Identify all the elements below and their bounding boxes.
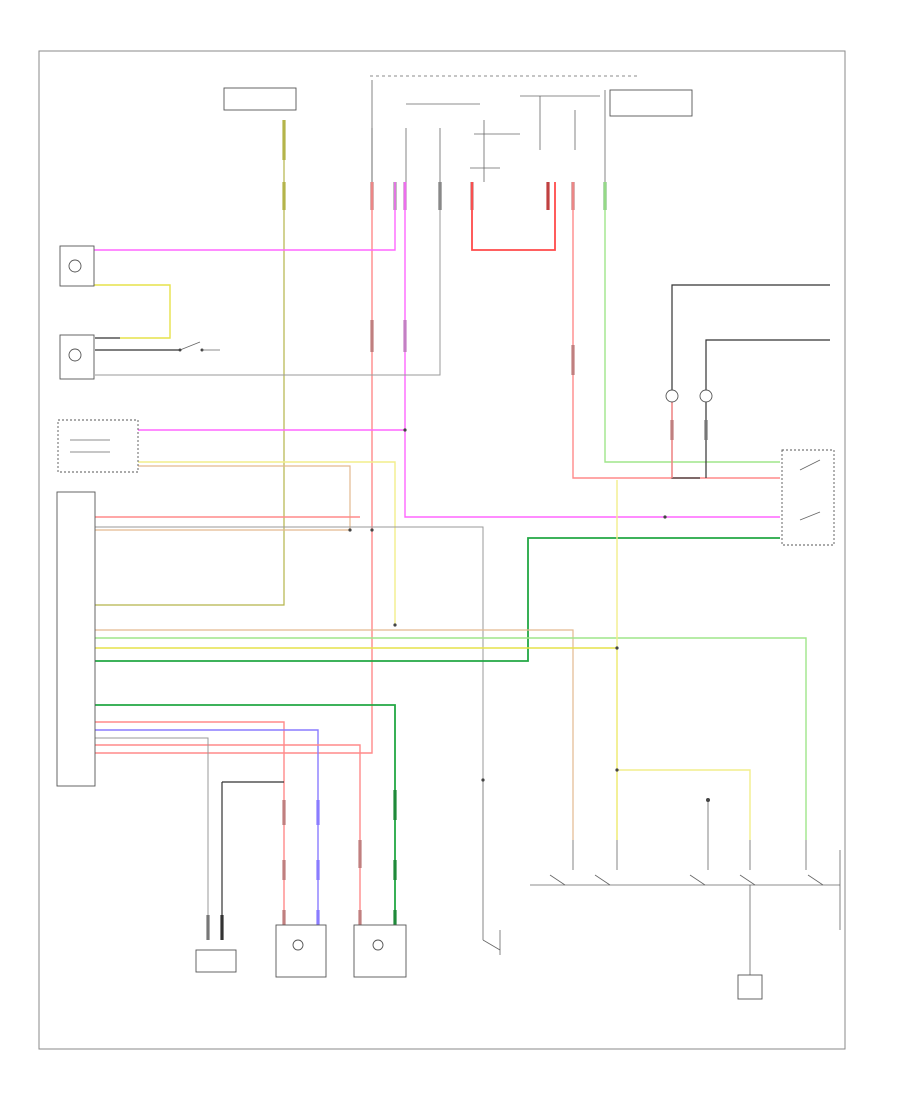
junction-dots — [348, 428, 667, 782]
wire-gray-sensor — [94, 737, 209, 920]
wire-yellow-band — [94, 647, 618, 840]
wire-red-right — [572, 182, 780, 479]
wire-gray-relay — [95, 182, 441, 376]
wire-red-left-actuator — [94, 721, 285, 920]
left-sensor — [195, 949, 237, 973]
combination-switch — [57, 419, 139, 473]
wire-hid-gray — [94, 526, 484, 780]
wire-green-band — [94, 637, 807, 840]
top-connectors — [282, 120, 607, 210]
wire-yellow-top — [94, 120, 285, 606]
wire-green-top-right — [604, 182, 780, 463]
right-leveling-actuator — [353, 924, 407, 978]
wire-red-main — [94, 182, 373, 754]
wire-red-loop — [471, 182, 556, 251]
diagram-frame — [38, 50, 846, 1050]
right-fog-light — [699, 389, 713, 403]
switch-group — [530, 798, 841, 1000]
wire-fog-ground-1 — [671, 284, 830, 479]
wire-red-right-actuator-1 — [94, 744, 361, 920]
wire-pink-left-headlight — [93, 182, 396, 251]
wire-yellow-branch — [617, 769, 751, 840]
wire-darkgreen-right-actuator — [94, 704, 396, 920]
fog-switch — [781, 449, 835, 546]
lower-connectors — [206, 320, 708, 940]
ignition-switch — [482, 780, 501, 955]
wire-darkgreen-main — [94, 537, 780, 662]
fuse-box — [223, 75, 693, 182]
right-headlight — [59, 334, 95, 380]
left-headlight — [59, 245, 95, 287]
wire-tan-band — [94, 629, 574, 840]
fuse-stubs — [371, 128, 441, 182]
wire-pink-main — [404, 182, 780, 518]
wire-combo-tan — [135, 465, 351, 530]
wire-combo-yellow — [135, 461, 396, 625]
left-fog-light — [665, 389, 679, 403]
headlight-relay — [178, 341, 220, 352]
left-leveling-actuator — [275, 924, 327, 978]
hid-control-module — [56, 491, 96, 787]
wire-yellow-left-headlight — [93, 284, 171, 339]
wire-blue-left-actuator — [94, 729, 319, 920]
